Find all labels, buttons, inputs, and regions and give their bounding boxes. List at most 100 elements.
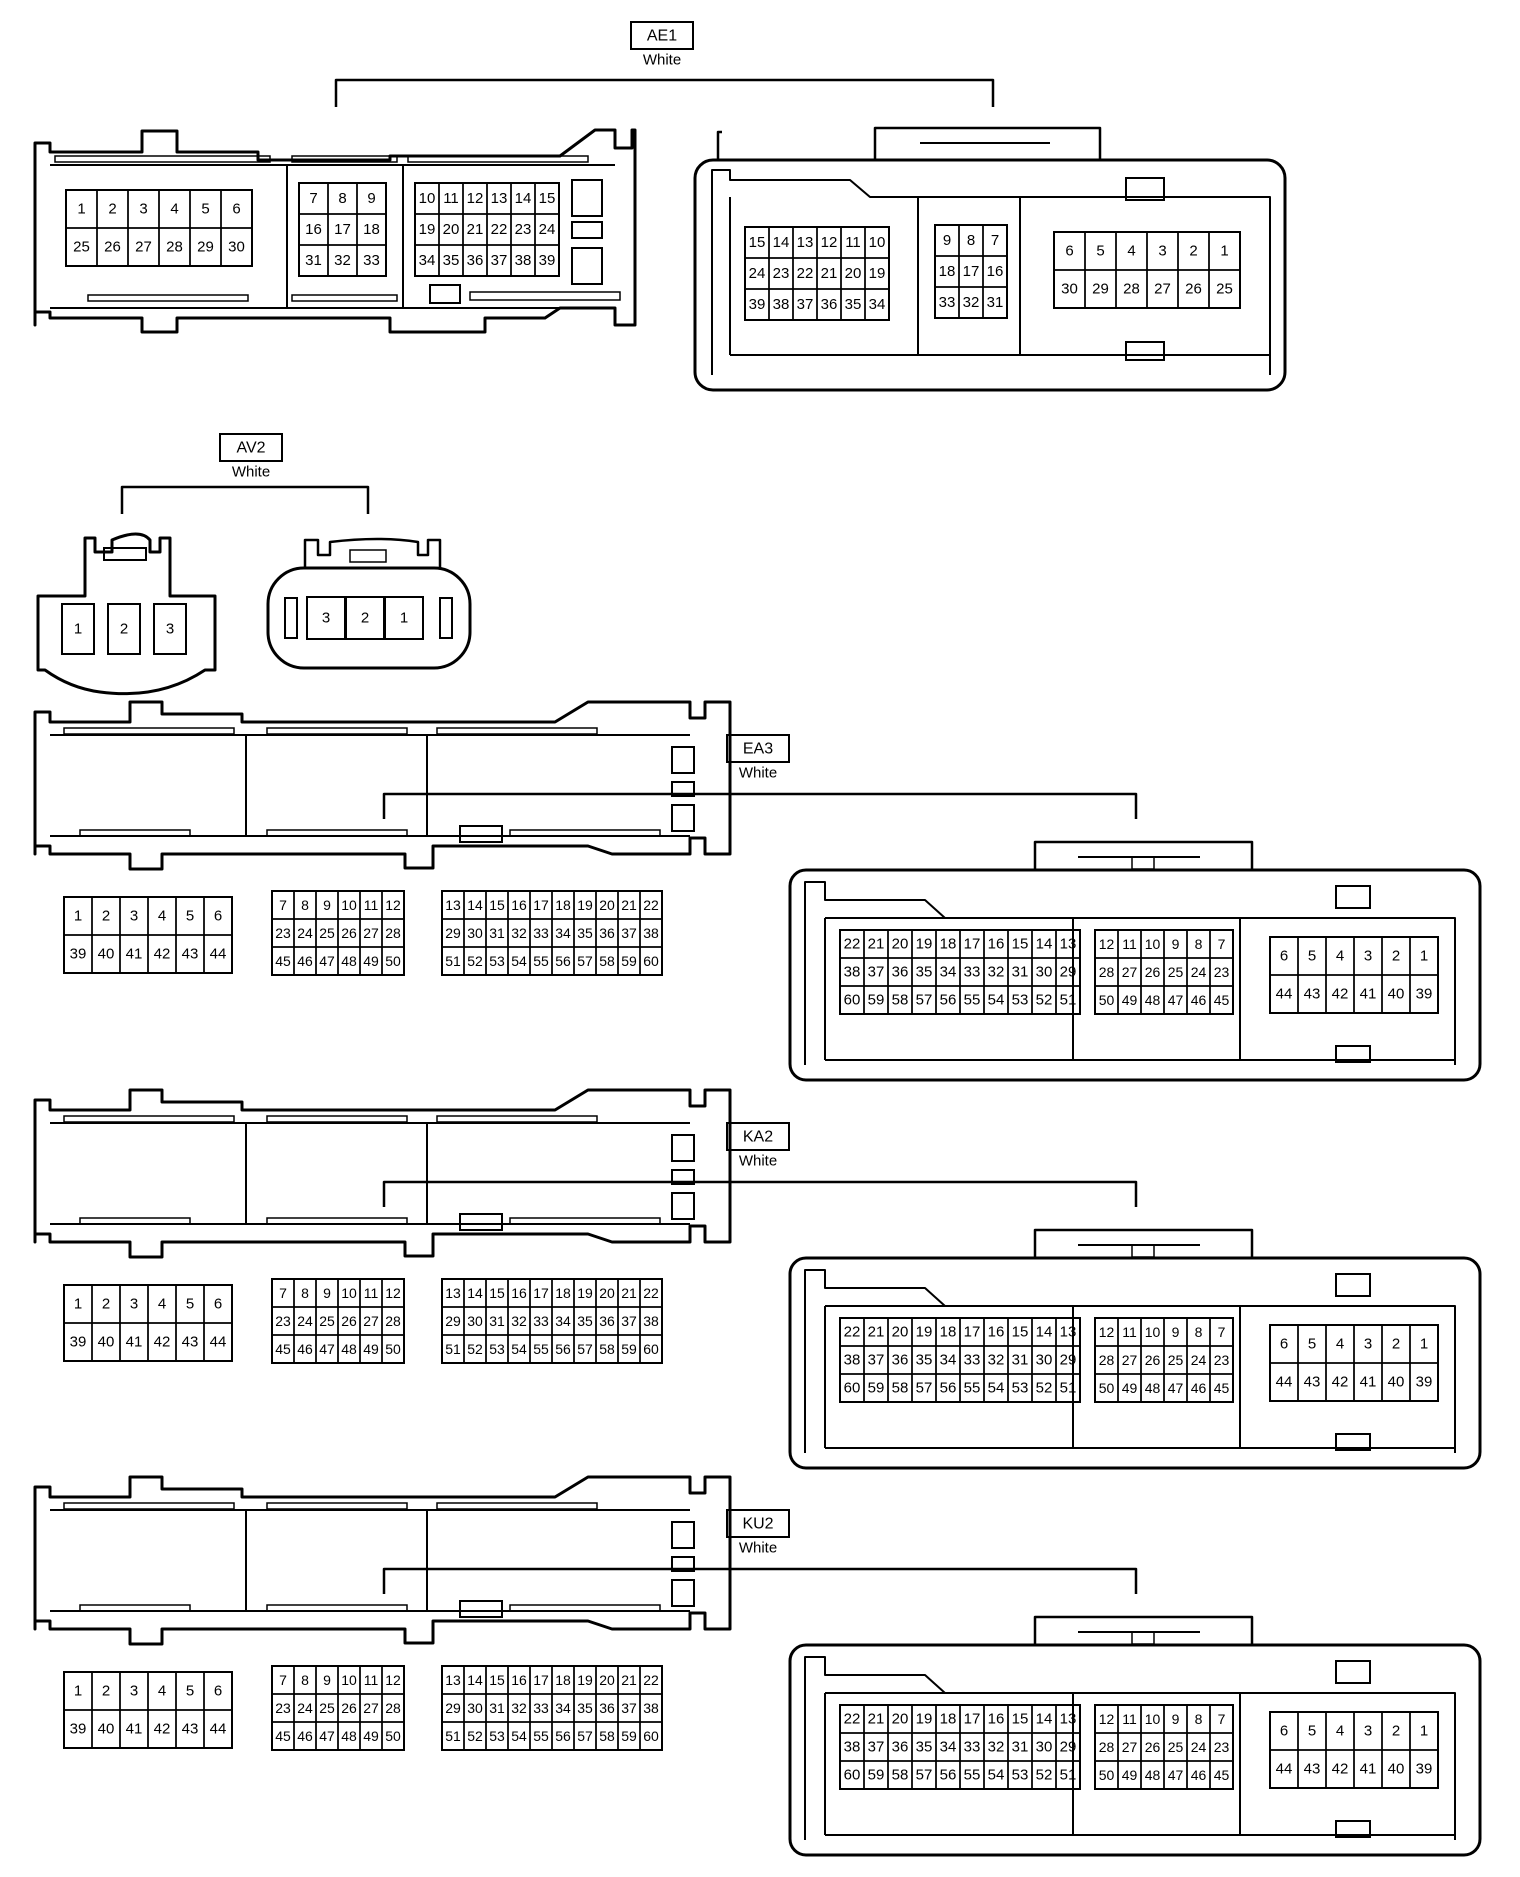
pin-number: 19 xyxy=(419,221,436,238)
pin-number: 2 xyxy=(361,610,369,627)
pin-number: 17 xyxy=(533,1672,549,1688)
pin-number: 34 xyxy=(555,925,571,941)
pin-number: 46 xyxy=(297,1728,313,1744)
pin-number: 28 xyxy=(385,1700,401,1716)
pin-number: 31 xyxy=(987,294,1004,311)
pin-number: 39 xyxy=(70,946,87,963)
pin-number: 37 xyxy=(621,1700,637,1716)
pin-number: 6 xyxy=(214,908,222,925)
pin-number: 29 xyxy=(445,925,461,941)
pin-number: 18 xyxy=(940,1324,957,1341)
pin-number: 48 xyxy=(1145,1380,1161,1396)
connector-color: White xyxy=(643,52,681,69)
pin-number: 26 xyxy=(1145,1352,1161,1368)
pin-number: 9 xyxy=(1172,936,1180,952)
pin-number: 50 xyxy=(1099,1380,1115,1396)
pin-number: 34 xyxy=(940,1352,957,1369)
pin-number: 33 xyxy=(939,294,956,311)
pin-number: 21 xyxy=(821,265,838,282)
pin-number: 40 xyxy=(98,1334,115,1351)
pin-number: 22 xyxy=(797,265,814,282)
pin-number: 30 xyxy=(1036,1352,1053,1369)
pin-number: 46 xyxy=(1191,1767,1207,1783)
pin-number: 5 xyxy=(1308,948,1316,965)
pin-number: 23 xyxy=(275,1313,291,1329)
pin-number: 55 xyxy=(533,953,549,969)
connector-color: White xyxy=(739,1153,777,1170)
pin-number: 56 xyxy=(555,1728,571,1744)
pin-number: 59 xyxy=(621,953,637,969)
pin-number: 56 xyxy=(940,1767,957,1784)
pin-number: 45 xyxy=(275,1728,291,1744)
pin-number: 48 xyxy=(1145,1767,1161,1783)
pin-number: 21 xyxy=(621,1285,637,1301)
pin-number: 6 xyxy=(1280,1723,1288,1740)
pin-number: 21 xyxy=(868,1324,885,1341)
pin-number: 36 xyxy=(892,1352,909,1369)
pin-number: 4 xyxy=(1127,243,1135,260)
pin-number: 25 xyxy=(1216,281,1233,298)
pin-number: 33 xyxy=(363,252,380,269)
connector-id: AE1 xyxy=(647,28,677,45)
pin-number: 49 xyxy=(363,1728,379,1744)
pin-number: 7 xyxy=(1218,1324,1226,1340)
pin-number: 53 xyxy=(489,1728,505,1744)
pin-number: 9 xyxy=(943,232,951,249)
pin-number: 21 xyxy=(467,221,484,238)
pin-number: 34 xyxy=(940,964,957,981)
pin-number: 8 xyxy=(338,190,346,207)
pin-number: 55 xyxy=(964,1380,981,1397)
pin-number: 8 xyxy=(301,1672,309,1688)
pin-number: 13 xyxy=(797,234,814,251)
pin-number: 30 xyxy=(228,239,245,256)
pin-number: 6 xyxy=(214,1683,222,1700)
pin-number: 24 xyxy=(297,1700,313,1716)
connector-color: White xyxy=(232,464,270,481)
pin-number: 53 xyxy=(1012,992,1029,1009)
pin-number: 38 xyxy=(643,1700,659,1716)
pin-number: 54 xyxy=(988,1767,1005,1784)
pin-number: 15 xyxy=(749,234,766,251)
pin-number: 27 xyxy=(1122,964,1138,980)
pin-number: 42 xyxy=(154,1721,171,1738)
pin-number: 7 xyxy=(279,897,287,913)
pin-number: 1 xyxy=(400,610,408,627)
pin-number: 11 xyxy=(364,897,379,913)
pin-number: 7 xyxy=(279,1672,287,1688)
pin-number: 10 xyxy=(1145,1711,1161,1727)
pin-number: 37 xyxy=(797,296,814,313)
pin-number: 46 xyxy=(297,1341,313,1357)
pin-number: 22 xyxy=(844,1324,861,1341)
pin-number: 39 xyxy=(539,252,556,269)
pin-number: 41 xyxy=(1360,1761,1377,1778)
pin-number: 28 xyxy=(1123,281,1140,298)
pin-number: 34 xyxy=(869,296,886,313)
pin-number: 8 xyxy=(1195,1324,1203,1340)
pin-number: 8 xyxy=(301,1285,309,1301)
pin-number: 23 xyxy=(515,221,532,238)
pin-number: 11 xyxy=(443,190,459,207)
pin-number: 24 xyxy=(297,1313,313,1329)
pin-number: 53 xyxy=(489,1341,505,1357)
pin-number: 34 xyxy=(419,252,436,269)
pin-number: 17 xyxy=(964,936,981,953)
pin-number: 31 xyxy=(1012,1739,1029,1756)
pin-number: 60 xyxy=(643,1341,659,1357)
pin-number: 39 xyxy=(70,1334,87,1351)
pin-number: 47 xyxy=(319,953,335,969)
pin-number: 30 xyxy=(467,1313,483,1329)
pin-number: 3 xyxy=(322,610,330,627)
pin-number: 59 xyxy=(868,992,885,1009)
pin-number: 38 xyxy=(844,964,861,981)
pin-number: 42 xyxy=(1332,1761,1349,1778)
pin-number: 41 xyxy=(1360,986,1377,1003)
